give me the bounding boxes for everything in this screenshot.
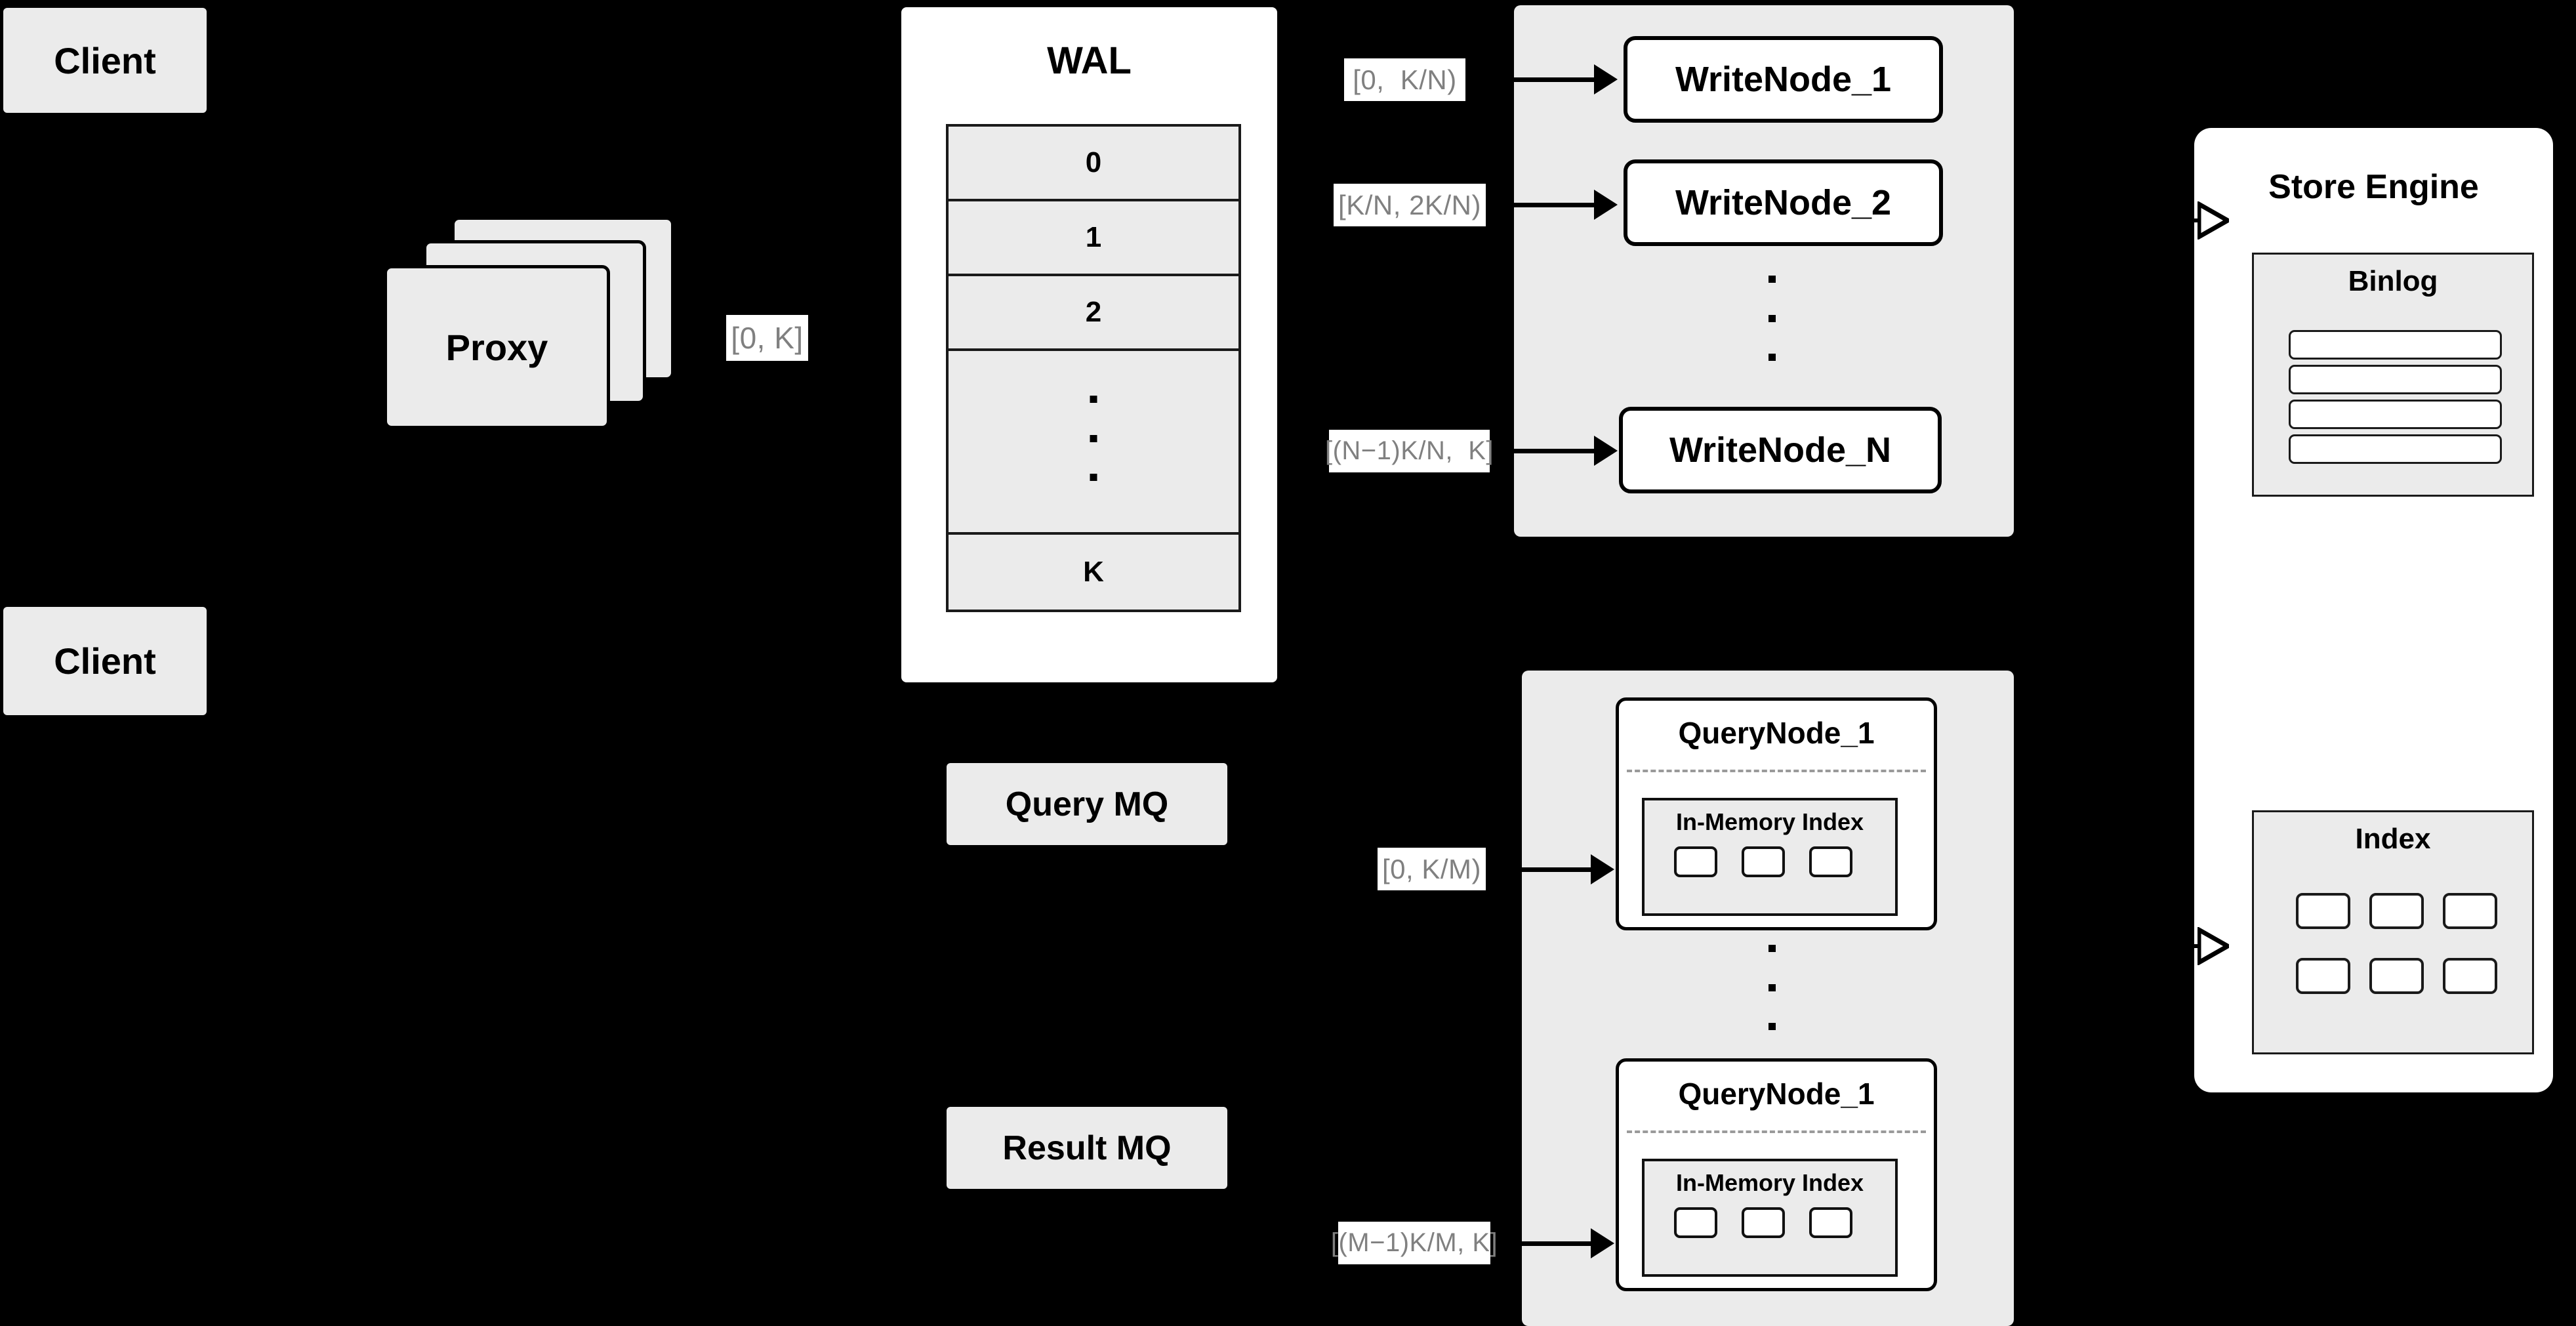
index-cell[interactable]: [1742, 846, 1785, 877]
write-cluster-ellipsis-icon: [1768, 276, 1776, 361]
querynode-1-title: QueryNode_1: [1678, 716, 1875, 750]
index-arrow-head-icon: [2198, 927, 2229, 965]
index-cell[interactable]: [1674, 1207, 1717, 1238]
index-cell[interactable]: [2296, 958, 2350, 994]
querynode-1-box[interactable]: QueryNode_1 In-Memory Index: [1616, 697, 1937, 930]
querynode-2-arrow-line: [1499, 1241, 1607, 1246]
writenode-n-box[interactable]: WriteNode_N: [1619, 407, 1942, 493]
writenode-n-arrow-line: [1499, 449, 1610, 453]
querynode-2-in-memory-index: In-Memory Index: [1642, 1159, 1898, 1277]
index-cell[interactable]: [1809, 846, 1852, 877]
writenode-2-arrow-head-icon: [1594, 190, 1618, 220]
writenode-n-arrow-head-icon: [1594, 436, 1618, 466]
writenode-1-label: WriteNode_1: [1675, 60, 1892, 99]
binlog-row[interactable]: [2289, 330, 2502, 360]
query-cluster-ellipsis-icon: [1768, 945, 1776, 1030]
client-box-1[interactable]: Client: [3, 8, 207, 113]
wal-row[interactable]: K: [949, 535, 1238, 610]
binlog-panel: Binlog: [2252, 253, 2534, 497]
index-cell[interactable]: [1674, 846, 1717, 877]
wal-row[interactable]: 1: [949, 201, 1238, 276]
client-box-2[interactable]: Client: [3, 607, 207, 715]
range-label-text: [0, K/M): [1381, 853, 1482, 884]
wal-row-label: 0: [1085, 146, 1102, 178]
query-mq-box[interactable]: Query MQ: [947, 763, 1227, 845]
in-memory-index-title: In-Memory Index: [1675, 808, 1864, 835]
range-label-text: [0, K/N): [1353, 64, 1457, 95]
index-cell[interactable]: [2443, 893, 2497, 929]
querynode-1-arrow-head-icon: [1591, 854, 1614, 884]
range-label-text: [(N−1)K/N, K]: [1324, 436, 1494, 465]
wal-row-list: 0 1 2 K: [946, 124, 1241, 612]
index-cell[interactable]: [2443, 958, 2497, 994]
query-mq-label: Query MQ: [1005, 785, 1169, 823]
binlog-arrow-line: [2169, 218, 2202, 222]
writenode-n-label: WriteNode_N: [1669, 430, 1892, 470]
wal-title: WAL: [1047, 39, 1132, 82]
writenode-n-range-label: [(N−1)K/N, K]: [1325, 430, 1494, 472]
store-engine-title: Store Engine: [2268, 168, 2479, 206]
querynode-2-range-label: [(M−1)K/M, K]: [1331, 1222, 1498, 1264]
binlog-row[interactable]: [2289, 365, 2502, 394]
proxy-label: Proxy: [445, 326, 548, 368]
wal-row-label: 1: [1085, 221, 1102, 253]
result-mq-box[interactable]: Result MQ: [947, 1107, 1227, 1189]
wal-row[interactable]: 0: [949, 127, 1238, 201]
index-title: Index: [2355, 823, 2431, 855]
index-arrow-line: [2169, 944, 2202, 948]
writenode-2-arrow-line: [1499, 203, 1610, 207]
binlog-arrow-head-icon: [2198, 201, 2229, 239]
querynode-2-box[interactable]: QueryNode_1 In-Memory Index: [1616, 1058, 1937, 1291]
writenode-1-arrow-line: [1499, 77, 1610, 82]
querynode-2-divider: [1627, 1130, 1926, 1133]
client-label-2: Client: [54, 640, 156, 682]
proxy-to-wal-range-label: [0, K]: [726, 315, 808, 361]
querynode-1-divider: [1627, 770, 1926, 772]
index-cell[interactable]: [2296, 893, 2350, 929]
writenode-1-range-label: [0, K/N): [1344, 58, 1465, 101]
in-memory-index-title: In-Memory Index: [1675, 1169, 1864, 1196]
writenode-1-arrow-head-icon: [1594, 64, 1618, 94]
querynode-1-arrow-line: [1499, 867, 1607, 872]
index-cell[interactable]: [1809, 1207, 1852, 1238]
wal-container: WAL 0 1 2 K: [897, 3, 1281, 686]
writenode-2-range-label: [K/N, 2K/N): [1334, 184, 1486, 226]
wal-row-label: K: [1083, 556, 1104, 588]
querynode-1-in-memory-index: In-Memory Index: [1642, 798, 1898, 916]
range-label-text: [K/N, 2K/N): [1338, 189, 1481, 220]
index-cell[interactable]: [1742, 1207, 1785, 1238]
proxy-box[interactable]: Proxy: [384, 265, 610, 429]
writenode-2-label: WriteNode_2: [1675, 183, 1892, 222]
writenode-1-box[interactable]: WriteNode_1: [1624, 36, 1943, 123]
binlog-row[interactable]: [2289, 400, 2502, 429]
index-cell[interactable]: [2369, 958, 2424, 994]
range-label-text: [0, K]: [731, 321, 804, 355]
index-panel: Index: [2252, 810, 2534, 1054]
binlog-row[interactable]: [2289, 434, 2502, 464]
wal-row-label: 2: [1085, 296, 1102, 328]
writenode-2-box[interactable]: WriteNode_2: [1624, 159, 1943, 246]
querynode-2-title: QueryNode_1: [1678, 1077, 1875, 1111]
client-label-1: Client: [54, 39, 156, 81]
querynode-2-arrow-head-icon: [1591, 1228, 1614, 1258]
index-cell[interactable]: [2369, 893, 2424, 929]
binlog-title: Binlog: [2348, 265, 2438, 297]
querynode-1-range-label: [0, K/M): [1378, 848, 1486, 890]
wal-row-ellipsis: [949, 351, 1238, 535]
range-label-text: [(M−1)K/M, K]: [1330, 1228, 1498, 1257]
vertical-ellipsis-icon: [1090, 396, 1097, 481]
store-engine-container: Store Engine Binlog Index: [2194, 128, 2553, 1092]
wal-row[interactable]: 2: [949, 276, 1238, 351]
result-mq-label: Result MQ: [1002, 1129, 1172, 1167]
